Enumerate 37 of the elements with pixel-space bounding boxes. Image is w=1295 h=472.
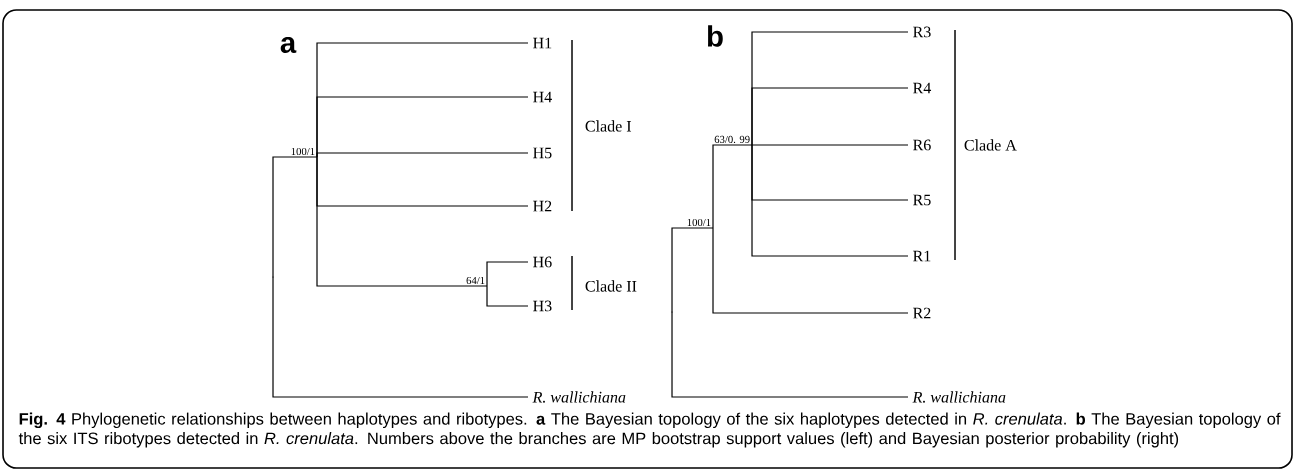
- tree-branch: [671, 311, 909, 398]
- tip-label: H5: [533, 147, 552, 159]
- tree-branch: [486, 285, 529, 307]
- tip-label: R1: [913, 250, 931, 262]
- tree-branch: [751, 144, 909, 146]
- tip-label: H1: [533, 37, 552, 49]
- tree-branch: [486, 261, 529, 287]
- tree-branch: [712, 144, 753, 229]
- tip-label: R. wallichiana: [532, 391, 626, 403]
- tip-label: H4: [533, 91, 552, 103]
- clade-label: Clade I: [585, 120, 632, 132]
- tip-label: H6: [533, 256, 552, 268]
- support-value: 63/0. 99: [714, 135, 750, 144]
- tree-branch: [272, 156, 318, 278]
- panel-letter: a: [280, 36, 297, 54]
- support-value: 100/1: [291, 147, 315, 156]
- tree-branch: [272, 276, 529, 398]
- tip-label: R3: [913, 26, 931, 38]
- tip-label: R6: [913, 139, 931, 151]
- tip-label: R4: [913, 82, 932, 94]
- support-value: 100/1: [687, 218, 711, 227]
- figure-caption: Fig. 4 Phylogenetic relationships between haplotypes and ribotypes. a The Bayesian topology of the six haplotypes detected in R. crenulata. b The Bayesian topology of the six ITS ribotypes detected in R. crenulata. Numbers above the branches are MP bootstrap support values (left) and Bayesian posterior probability (right): [18, 412, 1281, 448]
- tree-branch: [751, 87, 909, 146]
- tree-branch: [712, 227, 909, 314]
- tree-branch: [316, 156, 488, 287]
- clade-label: Clade II: [585, 280, 637, 292]
- panel-letter: b: [707, 25, 723, 47]
- tip-label: R5: [913, 194, 931, 206]
- tip-label: R2: [913, 307, 931, 319]
- tree-branch: [316, 152, 529, 158]
- tree-branch: [671, 227, 714, 313]
- tree-branch: [751, 144, 909, 257]
- tip-label: H2: [533, 200, 552, 212]
- tip-label: H3: [533, 300, 552, 312]
- clade-label: Clade A: [964, 139, 1017, 151]
- tip-label: R. wallichiana: [912, 391, 1006, 403]
- support-value: 64/1: [466, 276, 485, 285]
